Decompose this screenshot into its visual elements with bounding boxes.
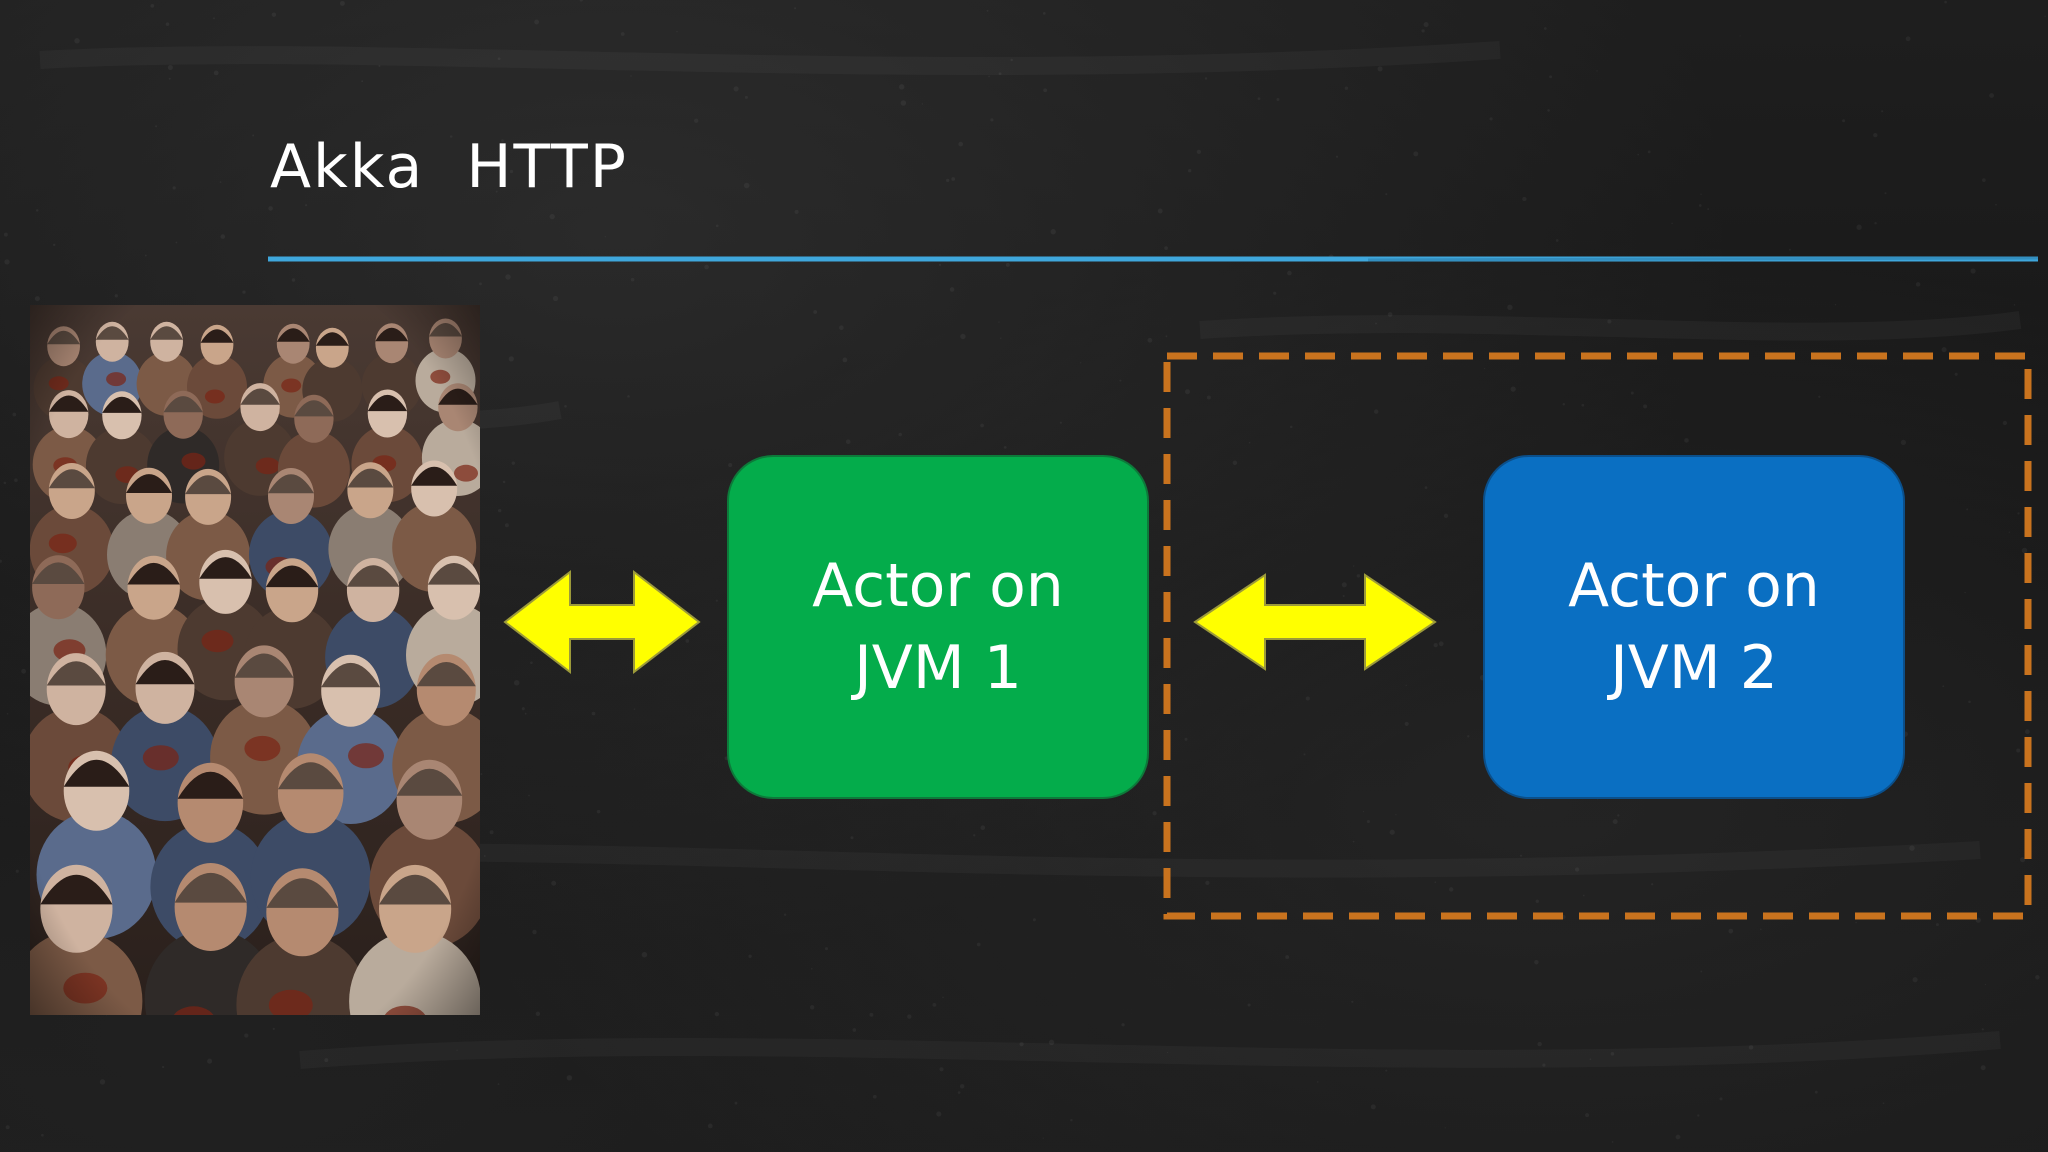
zombie-crowd-photo (30, 305, 480, 1015)
title-underline (268, 256, 2038, 262)
actor-jvm-1-box: Actor on JVM 1 (727, 455, 1149, 799)
slide-title: Akka HTTP (270, 132, 628, 202)
actor-jvm-2-box: Actor on JVM 2 (1483, 455, 1905, 799)
actor-jvm-2-line2: JVM 2 (1610, 633, 1778, 703)
actor-jvm-1-line2: JVM 1 (854, 633, 1022, 703)
bidirectional-arrow-left (503, 569, 701, 675)
actor-jvm-1-line1: Actor on (812, 551, 1064, 621)
remote-boundary (1163, 352, 2032, 920)
bidirectional-arrow-right (1193, 573, 1437, 671)
actor-jvm-2-line1: Actor on (1568, 551, 1820, 621)
